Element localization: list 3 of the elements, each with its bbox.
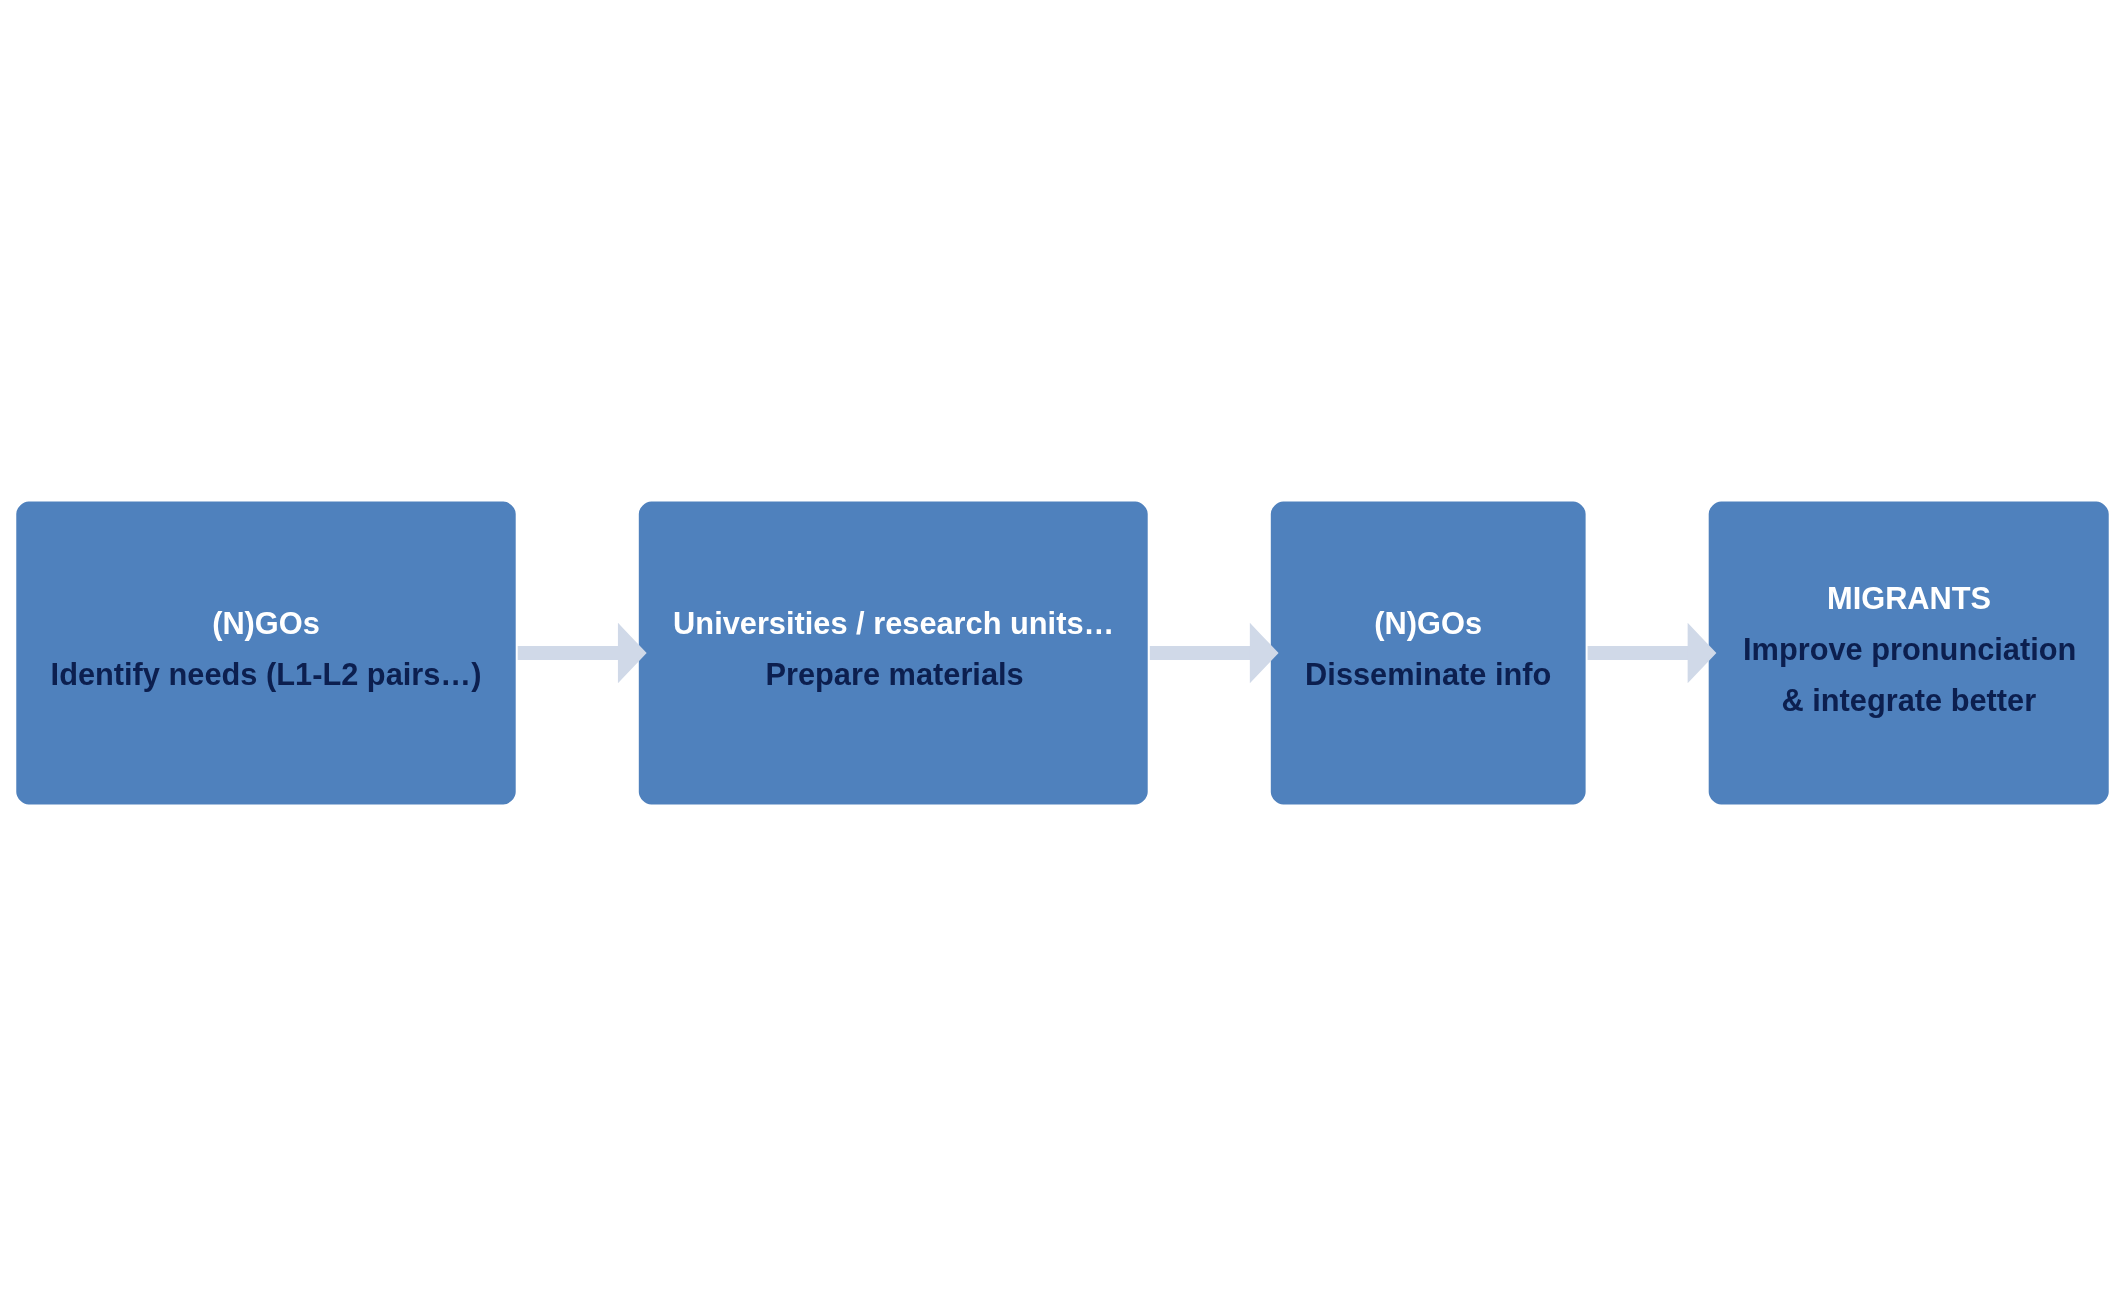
arrow (1149, 622, 1279, 683)
arrow (517, 622, 647, 683)
arrow (1587, 622, 1717, 683)
